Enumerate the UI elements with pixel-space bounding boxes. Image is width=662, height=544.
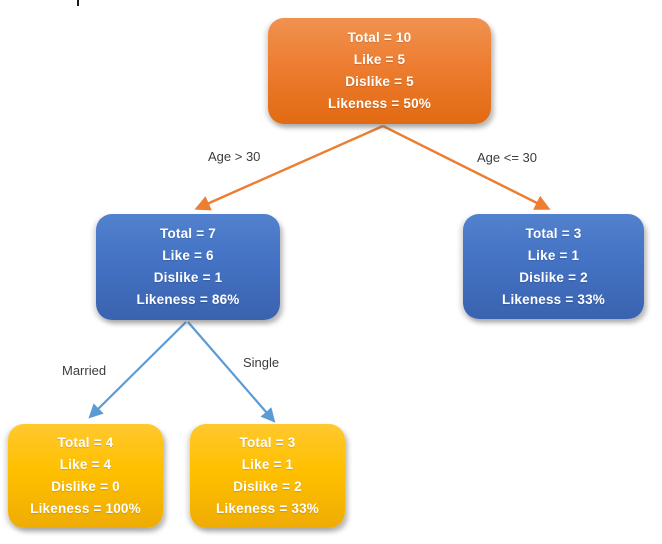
node-stat-dislike: Dislike = 2 [233,479,302,494]
node-stat-like: Like = 5 [353,52,406,67]
node-stat-likeness: Likeness = 86% [136,292,240,307]
tree-node-single: Total = 3 Like = 1 Dislike = 2 Likeness … [190,424,345,528]
node-stat-total: Total = 7 [160,226,216,241]
tree-node-married: Total = 4 Like = 4 Dislike = 0 Likeness … [8,424,163,528]
tree-node-age-le-30: Total = 3 Like = 1 Dislike = 2 Likeness … [463,214,644,319]
node-stat-total: Total = 10 [347,30,412,45]
node-stat-likeness: Likeness = 100% [30,501,141,516]
edge-arrow-single [187,321,276,423]
node-stat-dislike: Dislike = 1 [153,270,223,285]
node-stat-like: Like = 1 [527,247,580,263]
node-stat-like: Like = 1 [241,457,294,472]
edge-label-single: Single [243,355,280,370]
node-stat-dislike: Dislike = 5 [345,74,414,89]
node-stat-dislike: Dislike = 2 [519,269,588,285]
tree-node-age-gt-30: Total = 7 Like = 6 Dislike = 1 Likeness … [96,214,280,320]
edge-arrow-age-gt-30 [194,124,384,211]
node-stat-likeness: Likeness = 33% [216,501,319,516]
node-stat-likeness: Likeness = 50% [328,96,431,111]
node-stat-likeness: Likeness = 33% [502,291,605,307]
node-stat-like: Like = 6 [162,248,214,263]
node-stat-dislike: Dislike = 0 [51,479,120,494]
edge-label-age-le-30: Age <= 30 [477,150,537,165]
cursor-tick-artifact [77,0,79,6]
tree-node-root: Total = 10 Like = 5 Dislike = 5 Likeness… [268,18,491,124]
edge-label-age-gt-30: Age > 30 [208,149,261,164]
node-stat-total: Total = 4 [57,435,114,450]
edge-arrow-age-le-30 [382,124,551,210]
edge-label-married: Married [62,363,107,378]
node-stat-total: Total = 3 [239,435,296,450]
node-stat-total: Total = 3 [525,225,582,241]
node-stat-like: Like = 4 [59,457,112,472]
